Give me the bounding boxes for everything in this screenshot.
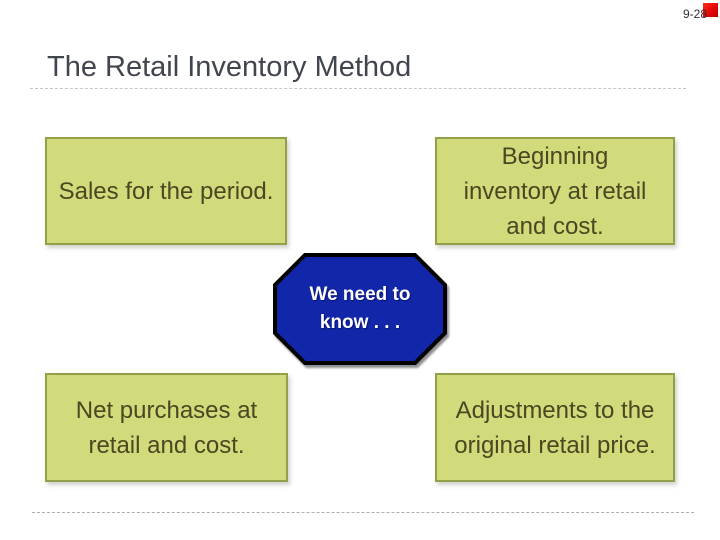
corner-marker (703, 3, 718, 17)
box-adjustments: Adjustments to the original retail price… (435, 373, 675, 482)
octagon-callout: We need to know . . . (273, 253, 447, 365)
octagon-text-line: We need to (309, 284, 411, 305)
box-beginning-inventory: Beginning inventory at retail and cost. (435, 137, 675, 245)
box-text-line: retail and cost. (88, 431, 245, 459)
title-divider-rule (30, 88, 686, 89)
page-title: The Retail Inventory Method (47, 51, 412, 83)
box-text-line: Sales for the period. (58, 177, 274, 205)
octagon-shape-icon (273, 253, 447, 365)
box-text-line: Net purchases at (75, 396, 258, 424)
octagon-text: We need to know . . . (273, 253, 447, 365)
box-net-purchases: Net purchases at retail and cost. (45, 373, 288, 482)
box-text-line: and cost. (506, 212, 604, 240)
box-text-line: Adjustments to the (455, 396, 655, 424)
box-text-line: Beginning (501, 142, 609, 170)
octagon-text-line: know . . . (319, 312, 401, 333)
slide-number: 9-28 (682, 7, 707, 21)
footer-divider-rule (32, 512, 694, 513)
box-text-line: inventory at retail (463, 177, 647, 205)
box-sales-for-period: Sales for the period. (45, 137, 287, 245)
box-text-line: original retail price. (454, 431, 656, 459)
